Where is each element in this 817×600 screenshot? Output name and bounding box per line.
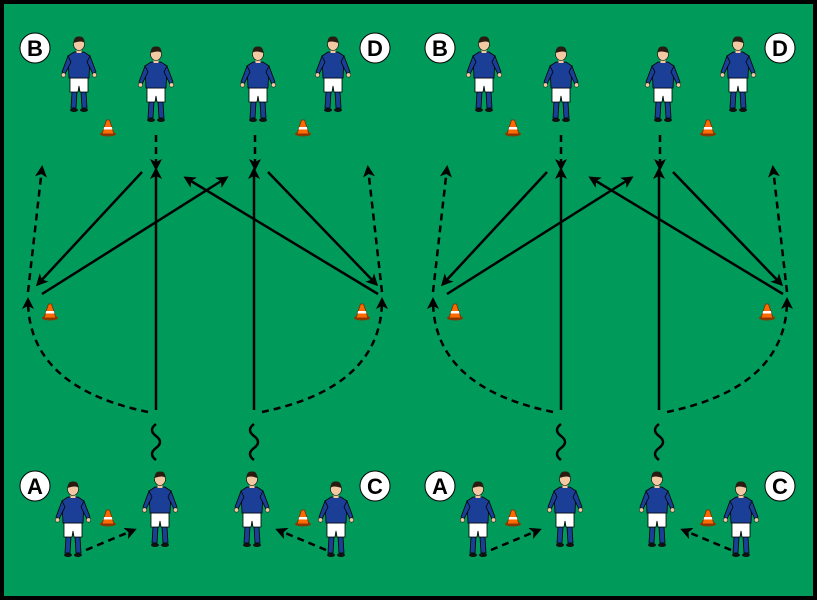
pass-arrow	[267, 171, 379, 287]
dribble-line	[653, 423, 665, 461]
station-label: D	[367, 36, 383, 61]
station-badge-top-left: B	[19, 32, 51, 64]
curved-run-arrow	[261, 297, 388, 414]
drill-layer: B D A C B D A C	[19, 32, 796, 558]
curved-run-arrow	[666, 297, 793, 414]
station-badge-top-right: D	[764, 32, 796, 64]
pass-arrow	[680, 527, 732, 552]
station-label: D	[772, 36, 788, 61]
station-badge-circle	[424, 32, 456, 64]
pass-arrow	[85, 527, 137, 552]
dribble-line	[150, 423, 162, 461]
pass-arrow	[490, 527, 542, 552]
station-label: A	[27, 474, 43, 499]
pass-arrow	[588, 176, 784, 296]
station-badge-bottom-right: C	[359, 470, 391, 502]
station-badge-bottom-right: C	[764, 470, 796, 502]
pass-arrow	[41, 176, 229, 296]
pass-arrow	[183, 176, 379, 296]
station-label: B	[432, 36, 448, 61]
curved-run-arrow	[427, 297, 554, 414]
run-arrow	[363, 165, 384, 293]
station-badge-circle	[359, 470, 391, 502]
station-label: B	[27, 36, 43, 61]
pass-arrow	[35, 171, 143, 287]
drill-setup: B D A C	[19, 32, 391, 558]
drill-setup: B D A C	[424, 32, 796, 558]
station-badge-circle	[19, 32, 51, 64]
station-badge-circle	[424, 470, 456, 502]
station-badge-circle	[19, 470, 51, 502]
run-arrow	[26, 165, 47, 293]
dribble-line	[248, 423, 260, 461]
run-arrow	[768, 165, 789, 293]
pass-arrow	[672, 171, 784, 287]
station-badge-top-right: D	[359, 32, 391, 64]
station-badge-bottom-left: A	[424, 470, 456, 502]
dribble-line	[555, 423, 567, 461]
station-badge-circle	[764, 32, 796, 64]
pass-arrow	[440, 171, 548, 287]
station-label: A	[432, 474, 448, 499]
station-badge-top-left: B	[424, 32, 456, 64]
curved-run-arrow	[22, 297, 149, 414]
station-badge-circle	[359, 32, 391, 64]
run-arrow	[431, 165, 452, 293]
pass-arrow	[446, 176, 634, 296]
station-badge-bottom-left: A	[19, 470, 51, 502]
station-label: C	[367, 474, 383, 499]
station-badge-circle	[764, 470, 796, 502]
pass-arrow	[275, 527, 327, 552]
station-label: C	[772, 474, 788, 499]
